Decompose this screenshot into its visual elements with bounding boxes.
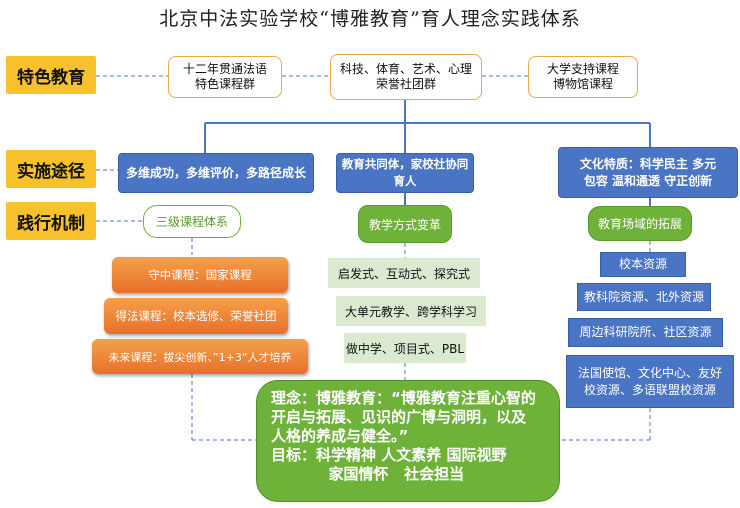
teaching-header: 教学方式变革 xyxy=(358,205,452,243)
venue-item-3: 周边科研院所、社区资源 xyxy=(568,318,723,347)
feature-clubs-line-1: 科技、体育、艺术、心理 xyxy=(339,62,472,76)
venue-item-1: 校本资源 xyxy=(600,252,686,277)
course-item-1: 守中课程：国家课程 xyxy=(112,257,288,293)
path-right-line-2: 包容 温和通透 守正创新 xyxy=(583,173,713,188)
courses-header: 三级课程体系 xyxy=(143,205,241,238)
concept-line-1: 理念：博雅教育：“博雅教育注重心智的 xyxy=(271,389,536,407)
venue-item-4-line-2: 校资源、多语联盟校资源 xyxy=(583,382,716,397)
venues-header: 教育场域的拓展 xyxy=(588,206,692,241)
feature-french-line-1: 十二年贯通法语 xyxy=(182,62,267,76)
feature-box-university: 大学支持课程 博物馆课程 xyxy=(528,56,638,98)
feature-box-french: 十二年贯通法语 特色课程群 xyxy=(168,56,282,98)
feature-box-clubs: 科技、体育、艺术、心理 荣誉社团群 xyxy=(330,54,482,100)
concept-box: 理念：博雅教育：“博雅教育注重心智的 开启与拓展、见识的广博与洞明，以及 人格的… xyxy=(256,380,560,502)
path-right-line-1: 文化特质：科学民主 多元 xyxy=(579,156,717,171)
teaching-item-1: 启发式、互动式、探究式 xyxy=(328,258,480,288)
venue-item-4: 法国使馆、文化中心、友好 校资源、多语联盟校资源 xyxy=(566,355,734,408)
teaching-item-3: 做中学、项目式、PBL xyxy=(344,333,466,363)
feature-french-line-2: 特色课程群 xyxy=(194,77,255,91)
venue-item-4-line-1: 法国使馆、文化中心、友好 xyxy=(577,365,722,380)
feature-clubs-line-2: 荣誉社团群 xyxy=(375,77,436,91)
feature-university-line-2: 博物馆课程 xyxy=(552,77,613,91)
concept-line-2: 开启与拓展、见识的广博与洞明，以及 xyxy=(271,408,527,426)
concept-line-5: 家国情怀 社会担当 xyxy=(271,465,465,483)
feature-university-line-1: 大学支持课程 xyxy=(546,62,619,76)
side-label-paths: 实施途径 xyxy=(6,150,96,188)
venue-item-2: 教科院资源、北外资源 xyxy=(577,283,711,311)
teaching-item-2: 大单元教学、跨学科学习 xyxy=(336,296,486,326)
path-box-middle: 教育共同体，家校社协同育人 xyxy=(336,153,474,193)
path-box-right: 文化特质：科学民主 多元 包容 温和通透 守正创新 xyxy=(558,147,738,198)
diagram-title: 北京中法实验学校“博雅教育”育人理念实践体系 xyxy=(159,8,581,30)
concept-line-3: 人格的养成与健全。” xyxy=(271,427,409,445)
side-label-features: 特色教育 xyxy=(6,56,96,94)
course-item-3: 未来课程：拔尖创新、”1+3“人才培养 xyxy=(92,339,308,374)
side-label-mechanism: 践行机制 xyxy=(6,202,96,240)
path-box-left: 多维成功，多维评价，多路径成长 xyxy=(118,153,314,193)
course-item-2: 得法课程：校本选修、荣誉社团 xyxy=(104,298,288,334)
concept-line-4: 目标：科学精神 人文素养 国际视野 xyxy=(271,446,507,464)
